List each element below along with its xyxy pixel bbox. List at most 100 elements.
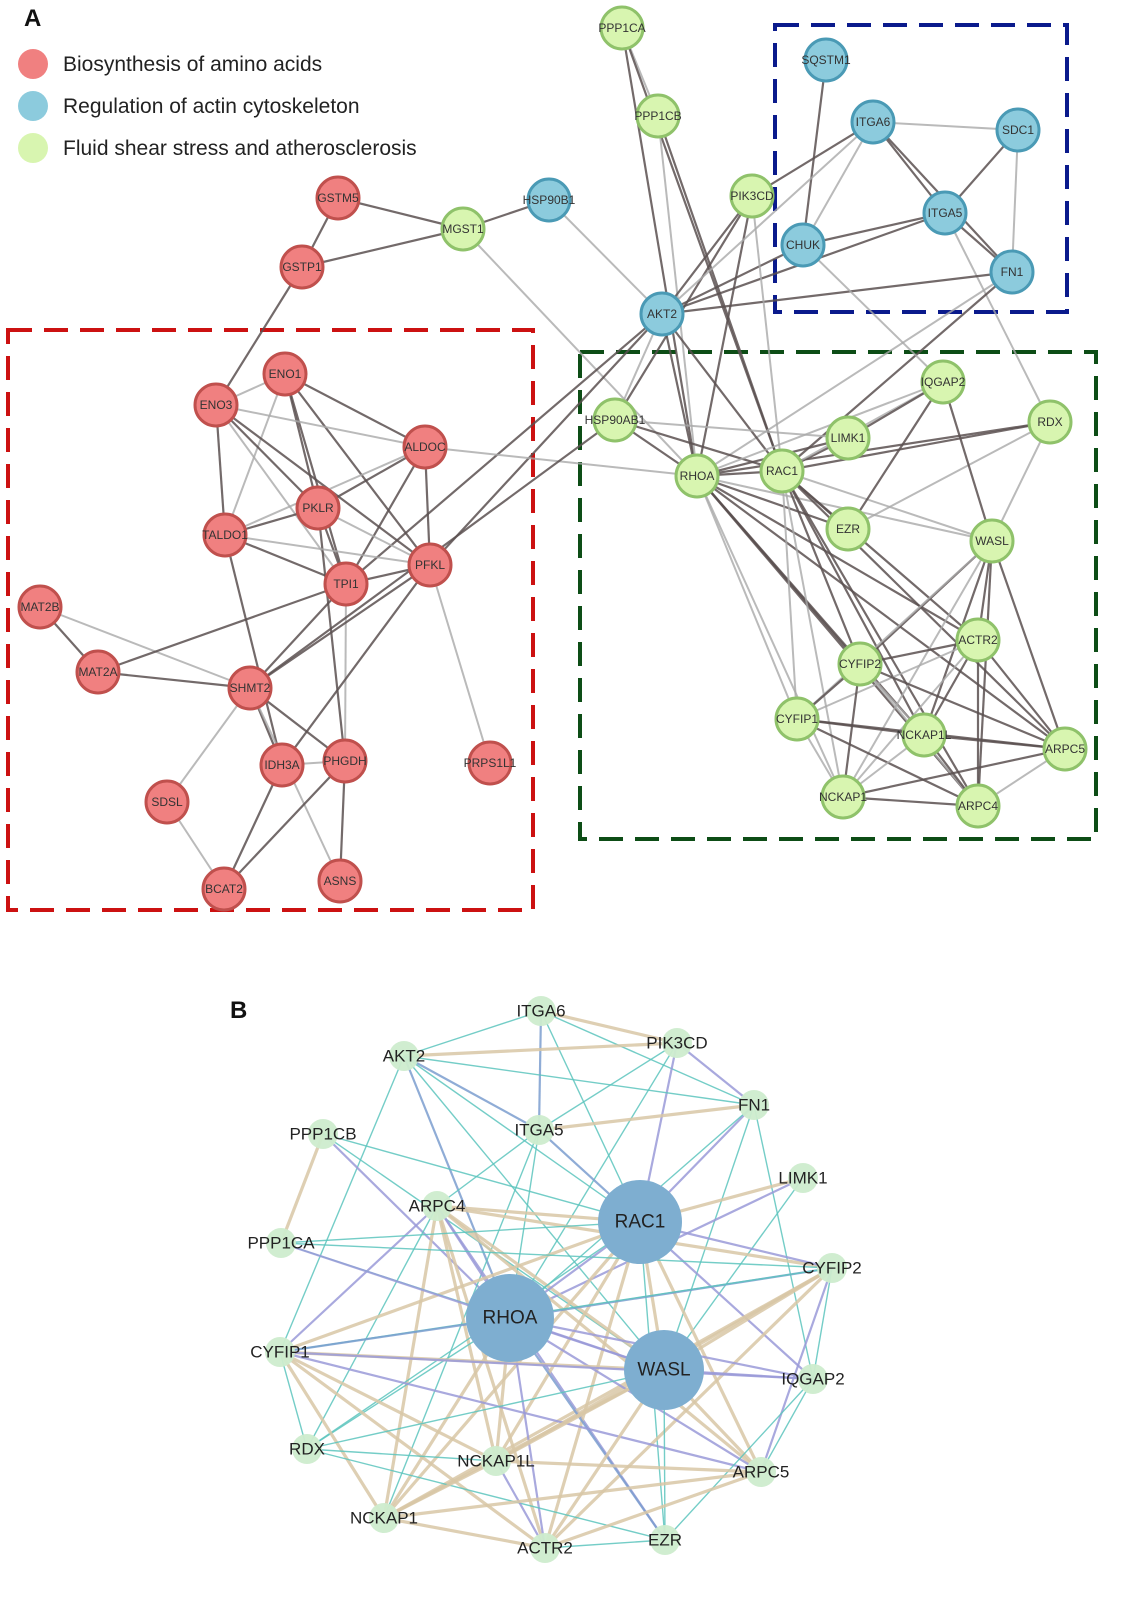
node-cyfip2[interactable]: CYFIP2 xyxy=(837,641,883,687)
node-eno3[interactable]: ENO3 xyxy=(193,382,239,428)
node-fn1-circle xyxy=(989,249,1035,295)
node-limk1[interactable]: LIMK1 xyxy=(825,415,871,461)
node-arpc5[interactable]: ARPC5 xyxy=(1042,726,1088,772)
node-rdx[interactable]: RDX xyxy=(1027,399,1073,445)
node-b-fn1[interactable]: FN1 xyxy=(738,1090,770,1120)
node-b-nckap1l[interactable]: NCKAP1L xyxy=(457,1446,535,1476)
node-iqgap2[interactable]: IQGAP2 xyxy=(920,359,966,405)
node-sqstm1[interactable]: SQSTM1 xyxy=(801,37,851,83)
node-bcat2-circle xyxy=(201,866,247,912)
node-b-cyfip2-label: CYFIP2 xyxy=(802,1259,862,1278)
node-b-nckap1l-circle xyxy=(481,1446,511,1476)
edge-mat2a-shmt2 xyxy=(97,670,251,690)
edge-b-ezr-actr2 xyxy=(544,1539,666,1549)
node-eno1-label: ENO1 xyxy=(269,367,302,381)
node-itga5[interactable]: ITGA5 xyxy=(922,190,968,236)
node-wasl[interactable]: WASL xyxy=(969,518,1015,564)
edge-rac1-rdx xyxy=(781,420,1051,473)
node-ezr[interactable]: EZR xyxy=(825,506,871,552)
node-b-arpc4[interactable]: ARPC4 xyxy=(409,1191,466,1221)
node-wasl-circle xyxy=(969,518,1015,564)
node-b-nckap1[interactable]: NCKAP1 xyxy=(350,1503,418,1533)
node-pik3cd[interactable]: PIK3CD xyxy=(729,173,775,219)
edge-b-nckap1-actr2 xyxy=(383,1516,546,1550)
node-b-pik3cd[interactable]: PIK3CD xyxy=(646,1028,708,1058)
edge-b-rac1-nckap1l xyxy=(494,1221,642,1462)
node-pfkl[interactable]: PFKL xyxy=(407,542,453,588)
node-mgst1[interactable]: MGST1 xyxy=(440,206,486,252)
edge-b-rac1-ppp1ca xyxy=(280,1221,641,1244)
node-ppp1ca-label: PPP1CA xyxy=(598,21,645,35)
node-hsp90ab1[interactable]: HSP90AB1 xyxy=(585,397,646,443)
node-nckap1[interactable]: NCKAP1 xyxy=(819,774,867,820)
node-hsp90b1[interactable]: HSP90B1 xyxy=(523,177,576,223)
edge-b-arpc4-actr2 xyxy=(435,1205,547,1549)
node-sdsl[interactable]: SDSL xyxy=(144,779,190,825)
node-b-ppp1ca[interactable]: PPP1CA xyxy=(247,1228,315,1258)
edge-wasl-arpc5 xyxy=(990,540,1067,750)
edge-eno1-pfkl xyxy=(284,373,431,566)
edge-pfkl-shmt2 xyxy=(249,564,431,689)
node-b-iqgap2[interactable]: IQGAP2 xyxy=(781,1364,845,1394)
node-b-akt2[interactable]: AKT2 xyxy=(383,1041,426,1071)
node-b-cyfip1[interactable]: CYFIP1 xyxy=(250,1337,310,1367)
node-pklr[interactable]: PKLR xyxy=(295,485,341,531)
node-prps1l1[interactable]: PRPS1L1 xyxy=(464,740,517,786)
node-aldoc[interactable]: ALDOC xyxy=(402,424,448,470)
edge-wasl-nckap1 xyxy=(842,540,993,798)
node-b-itga5[interactable]: ITGA5 xyxy=(514,1115,564,1145)
node-mat2a[interactable]: MAT2A xyxy=(75,649,121,695)
edge-akt2-rhoa xyxy=(660,313,699,477)
edge-b-ppp1cb-rac1 xyxy=(322,1133,641,1223)
node-b-cyfip2[interactable]: CYFIP2 xyxy=(802,1253,862,1283)
node-actr2[interactable]: ACTR2 xyxy=(955,617,1001,663)
node-itga6[interactable]: ITGA6 xyxy=(850,99,896,145)
node-idh3a[interactable]: IDH3A xyxy=(259,742,305,788)
edge-b-rdx-ezr xyxy=(306,1448,666,1541)
node-mat2b[interactable]: MAT2B xyxy=(17,584,63,630)
node-b-itga6[interactable]: ITGA6 xyxy=(516,996,566,1026)
node-arpc4-label: ARPC4 xyxy=(958,799,998,813)
node-gstp1[interactable]: GSTP1 xyxy=(279,244,325,290)
node-sdc1[interactable]: SDC1 xyxy=(995,107,1041,153)
node-ppp1ca[interactable]: PPP1CA xyxy=(598,5,646,51)
node-shmt2[interactable]: SHMT2 xyxy=(227,665,273,711)
node-gstm5[interactable]: GSTM5 xyxy=(315,175,361,221)
node-fn1[interactable]: FN1 xyxy=(989,249,1035,295)
node-arpc4-circle xyxy=(955,783,1001,829)
node-b-arpc5[interactable]: ARPC5 xyxy=(733,1457,790,1487)
edge-shmt2-sdsl xyxy=(166,687,251,803)
node-nckap1l[interactable]: NCKAP1L xyxy=(897,712,952,758)
node-b-rhoa[interactable]: RHOA xyxy=(466,1274,554,1362)
node-rhoa-label: RHOA xyxy=(680,469,715,483)
node-tpi1[interactable]: TPI1 xyxy=(323,561,369,607)
node-cyfip1-circle xyxy=(774,696,820,742)
node-b-limk1[interactable]: LIMK1 xyxy=(778,1163,828,1193)
node-phgdh[interactable]: PHGDH xyxy=(322,738,368,784)
edge-rhoa-ezr xyxy=(696,474,849,531)
node-bcat2[interactable]: BCAT2 xyxy=(201,866,247,912)
edge-b-akt2-fn1 xyxy=(403,1055,755,1106)
node-b-ppp1cb[interactable]: PPP1CB xyxy=(289,1119,357,1149)
node-taldo1[interactable]: TALDO1 xyxy=(202,512,248,558)
node-cyfip1[interactable]: CYFIP1 xyxy=(774,696,820,742)
node-rhoa[interactable]: RHOA xyxy=(674,453,720,499)
node-iqgap2-circle xyxy=(920,359,966,405)
node-ppp1cb[interactable]: PPP1CB xyxy=(634,93,682,139)
node-rac1[interactable]: RAC1 xyxy=(759,448,805,494)
edge-taldo1-pfkl xyxy=(224,534,431,566)
node-chuk[interactable]: CHUK xyxy=(780,222,826,268)
edge-b-arpc5-nckap1 xyxy=(383,1470,762,1520)
node-asns[interactable]: ASNS xyxy=(317,858,363,904)
node-b-actr2[interactable]: ACTR2 xyxy=(517,1533,573,1563)
edge-b-cyfip1-nckap1l xyxy=(279,1350,497,1463)
node-b-ezr[interactable]: EZR xyxy=(648,1525,682,1555)
edge-nckap1l-arpc5 xyxy=(923,733,1066,751)
node-akt2[interactable]: AKT2 xyxy=(639,291,685,337)
node-itga6-label: ITGA6 xyxy=(856,115,891,129)
node-b-wasl[interactable]: WASL xyxy=(624,1330,704,1410)
node-b-rdx[interactable]: RDX xyxy=(289,1434,325,1464)
node-eno1[interactable]: ENO1 xyxy=(262,351,308,397)
node-b-rac1[interactable]: RAC1 xyxy=(598,1180,682,1264)
node-arpc4[interactable]: ARPC4 xyxy=(955,783,1001,829)
